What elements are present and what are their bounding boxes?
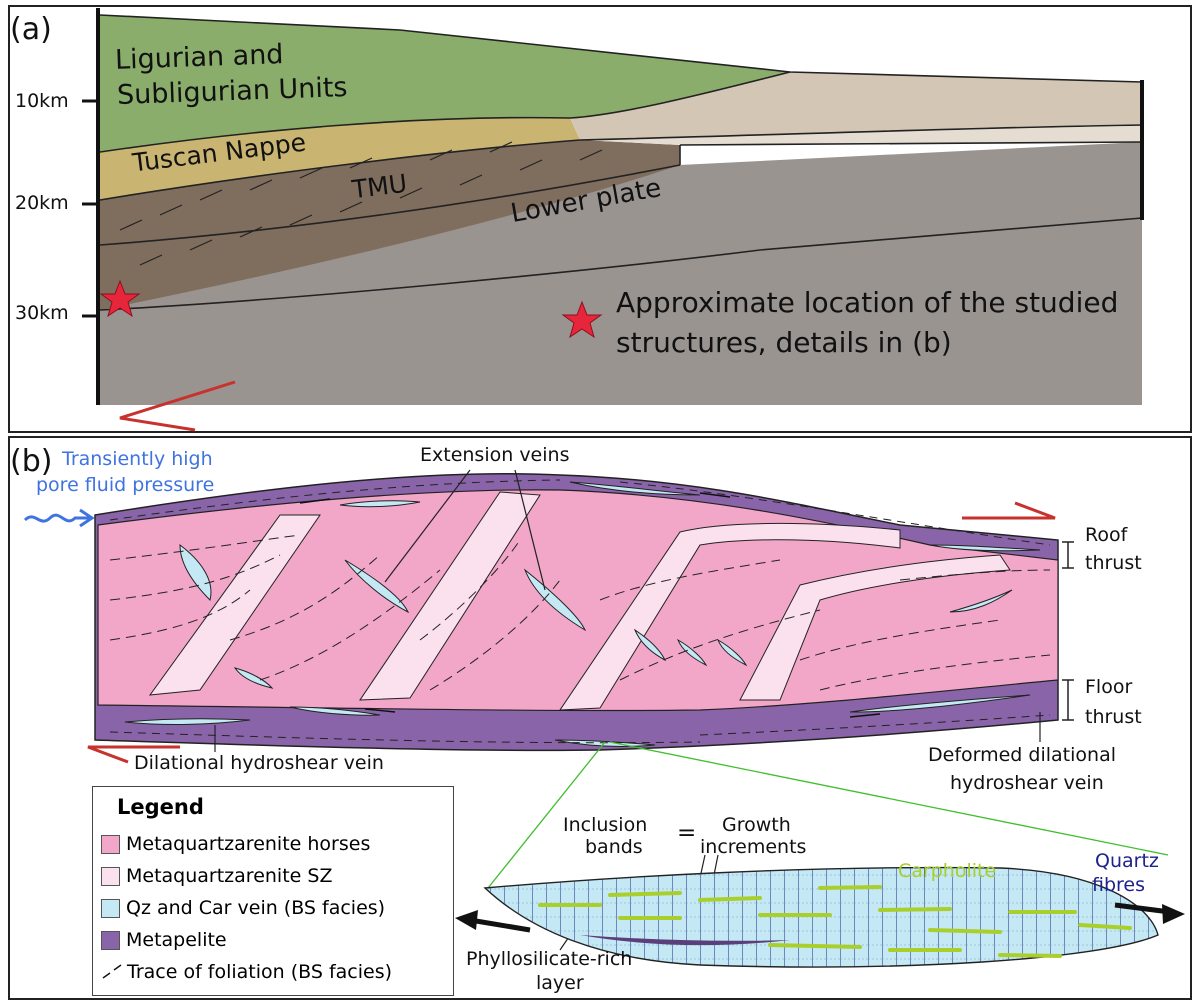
floor-label-1: Floor xyxy=(1085,676,1133,698)
growth-label-1: Growth xyxy=(722,814,791,836)
inclusion-label-2: bands xyxy=(585,836,643,858)
tmu-unit xyxy=(100,140,680,245)
upper-right-unit xyxy=(570,72,1142,140)
deformed-vein-label-1: Deformed dilational xyxy=(928,744,1116,766)
horses-band xyxy=(97,489,1059,712)
quartz-label-2: fibres xyxy=(1092,874,1146,896)
panel-a-label: (a) xyxy=(10,12,52,47)
roof-label-2: thrust xyxy=(1085,552,1142,574)
fluid-arrow-icon xyxy=(23,513,90,523)
legend-swatch-vein xyxy=(101,898,120,918)
panel-b xyxy=(8,436,1192,1000)
deformed-vein-label-2: hydroshear vein xyxy=(950,772,1104,794)
legend-swatch-sz xyxy=(101,866,120,886)
extension-vein-lens xyxy=(233,667,274,689)
legend-item-sz: Metaquartzarenite SZ xyxy=(101,863,332,889)
extension-vein-lens xyxy=(717,638,748,667)
star-note-line-2: structures, details in (b) xyxy=(616,326,952,359)
inclusion-label-1: Inclusion xyxy=(563,814,648,836)
panel-b-label: (b) xyxy=(10,444,53,479)
lower-plate-unit xyxy=(100,218,1142,405)
extension-vein-lens xyxy=(633,628,667,662)
legend-swatch-metapelite xyxy=(101,930,120,950)
extension-vein-lens xyxy=(677,638,708,667)
zoom-line-right xyxy=(609,741,1169,856)
star-icon-legend xyxy=(561,300,603,339)
tmu-lower-band xyxy=(100,165,680,310)
dilational-vein-label: Dilational hydroshear vein xyxy=(134,752,384,774)
legend: Legend Metaquartzarenite horses Metaquar… xyxy=(92,786,454,996)
floor-vein-lens xyxy=(849,694,1031,713)
growth-label-2: increments xyxy=(700,836,807,858)
extension-arrow-right xyxy=(1114,902,1171,915)
roof-vein-lens xyxy=(569,481,701,496)
shear-zone-3 xyxy=(559,522,901,711)
equals-sign: = xyxy=(677,820,697,846)
legend-swatch-horses xyxy=(101,834,120,854)
depth-label-20km: 20km xyxy=(15,192,69,214)
fluid-label-2: pore fluid pressure xyxy=(36,474,215,496)
lower-plate-upper xyxy=(100,142,1142,310)
extension-arrow-left xyxy=(469,917,531,933)
legend-item-foliation: Trace of foliation (BS facies) xyxy=(101,959,392,985)
roof-label-1: Roof xyxy=(1085,524,1128,546)
star-note-line-1: Approximate location of the studied xyxy=(616,286,1119,319)
shear-sense-arrow-a xyxy=(119,380,236,432)
legend-label-vein: Qz and Car vein (BS facies) xyxy=(126,897,386,919)
ligurian-unit xyxy=(100,15,790,152)
legend-label-metapelite: Metapelite xyxy=(126,929,227,951)
extension-veins-label: Extension veins xyxy=(420,444,570,466)
extension-vein-lens xyxy=(949,589,1013,613)
upper-right-thin-unit xyxy=(580,125,1142,145)
phyllosilicate-label-1: Phyllosilicate-rich xyxy=(466,948,633,970)
legend-title: Legend xyxy=(117,795,204,819)
roof-vein-lens xyxy=(339,500,421,508)
extension-vein-lens xyxy=(344,559,410,614)
floor-vein-lens xyxy=(289,706,381,716)
legend-item-metapelite: Metapelite xyxy=(101,927,227,953)
ligurian-label-1: Ligurian and xyxy=(114,39,284,76)
floor-label-2: thrust xyxy=(1085,706,1142,728)
depth-label-30km: 30km xyxy=(15,302,69,324)
fluid-label-1: Transiently high xyxy=(62,448,213,470)
floor-vein-lens xyxy=(124,718,251,725)
legend-label-sz: Metaquartzarenite SZ xyxy=(126,865,333,887)
tuscan-nappe-unit xyxy=(100,117,580,200)
shear-arrow-bottom-left xyxy=(87,745,180,764)
shear-zone-4 xyxy=(739,554,1011,701)
quartz-label-1: Quartz xyxy=(1095,850,1159,872)
shear-arrow-top-right xyxy=(962,501,1056,520)
shear-zone-1 xyxy=(148,514,321,696)
legend-label-foliation: Trace of foliation (BS facies) xyxy=(127,961,393,983)
zoom-line-left xyxy=(487,741,606,889)
foliation-trace-icon xyxy=(102,964,122,979)
shear-zone-2 xyxy=(359,491,541,701)
star-icon-location xyxy=(99,279,141,318)
legend-label-horses: Metaquartzarenite horses xyxy=(126,833,371,855)
carpholite-label: Carpholite xyxy=(898,860,997,882)
phyllosilicate-layer xyxy=(580,935,790,946)
legend-item-vein: Qz and Car vein (BS facies) xyxy=(101,895,385,921)
roof-vein-lens xyxy=(929,544,1041,552)
legend-item-horses: Metaquartzarenite horses xyxy=(101,831,370,857)
extension-vein-lens xyxy=(523,568,587,632)
extension-vein-lens xyxy=(179,543,212,601)
depth-label-10km: 10km xyxy=(15,90,69,112)
phyllosilicate-label-2: layer xyxy=(536,972,584,994)
